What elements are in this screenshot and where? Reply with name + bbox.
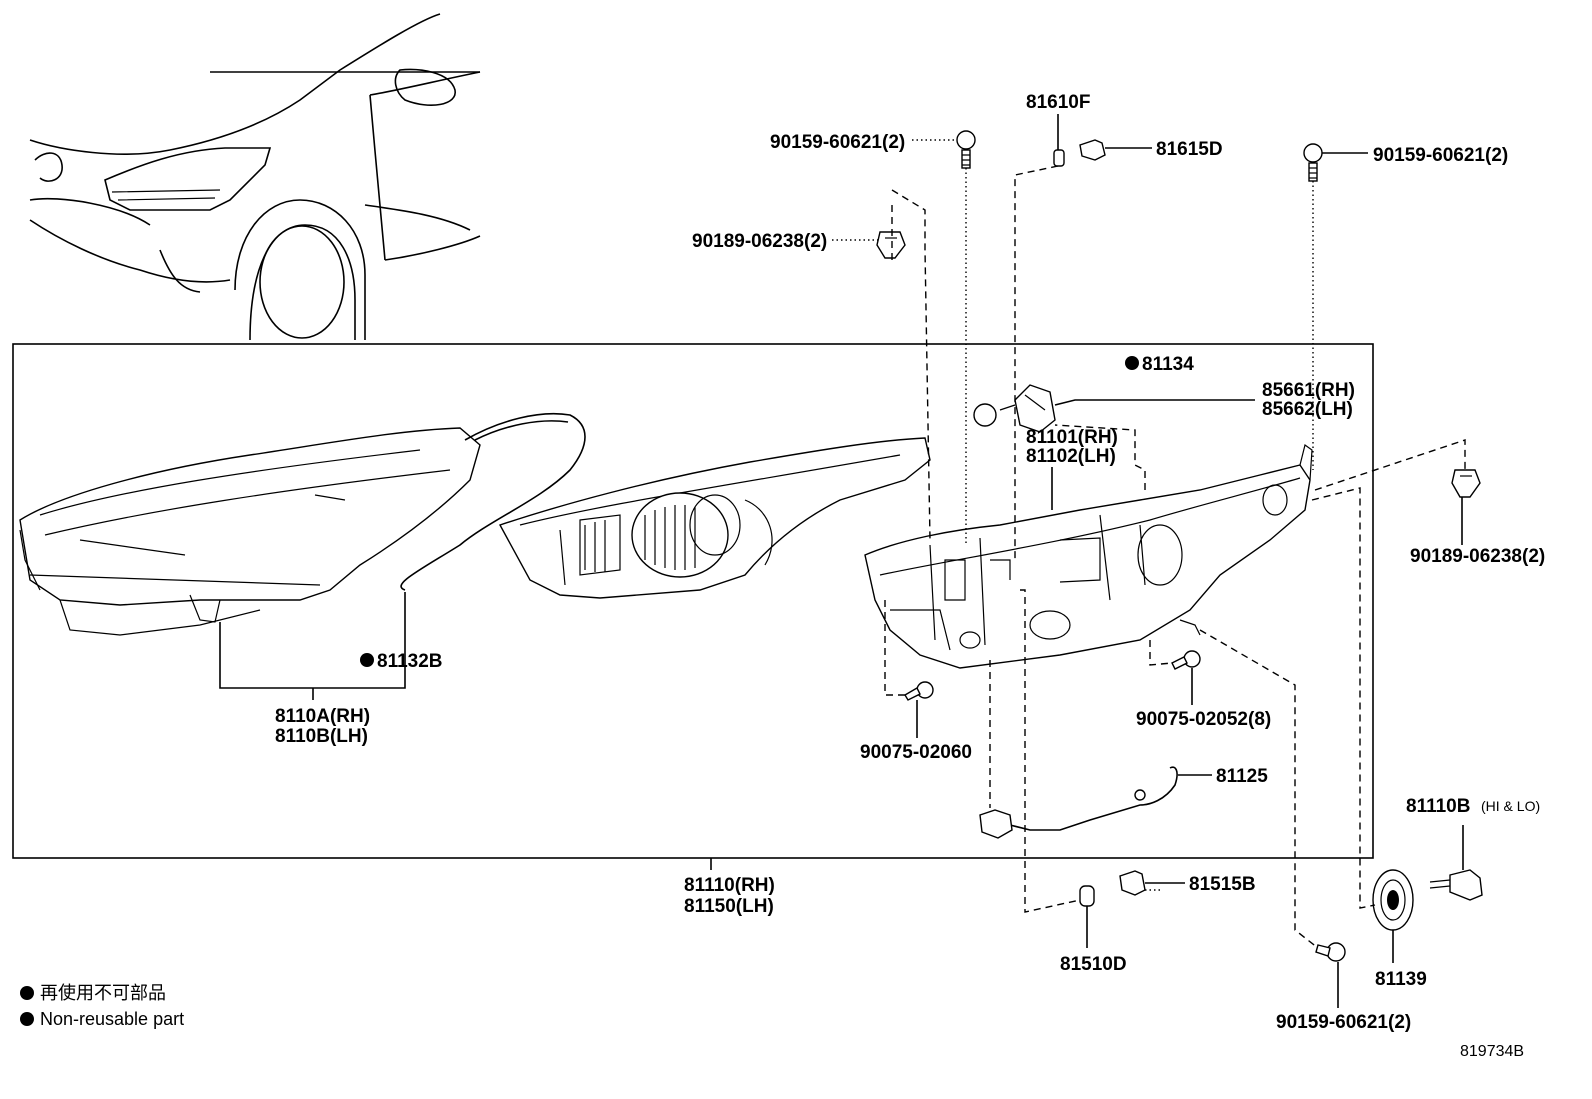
label-90075-02052: 90075-02052(8) [1136,709,1271,730]
label-81110b: 81110B [1406,796,1470,817]
bulb-81110b [1429,869,1483,901]
label-90159-bottom: 90159-60621(2) [1276,1012,1411,1033]
non-reusable-marker-81132b [360,653,374,667]
label-81110b-note: (HI & LO) [1481,798,1540,814]
cover-81139 [1372,869,1414,931]
headlamp-housing-81101 [864,443,1313,669]
assembly-boundary-box [12,343,1374,859]
label-90189-right: 90189-06238(2) [1410,546,1545,567]
headlamp-front-lens [498,437,931,599]
label-81110: 81110(RH) [684,875,775,896]
label-8110b: 8110B(LH) [275,726,368,747]
legend-marker-en [20,1012,34,1026]
screw-90075-02060 [904,681,934,701]
socket-81515b [1119,870,1146,896]
legend: 再使用不可部品 Non-reusable part [20,983,184,1029]
label-81510d: 81510D [1060,954,1127,975]
label-81132b: 81132B [377,651,443,672]
o-ring-81134 [973,403,997,427]
label-81610f: 81610F [1026,92,1090,113]
label-81134: 81134 [1142,354,1194,375]
label-81515b: 81515B [1189,874,1256,895]
label-85662: 85662(LH) [1262,399,1353,420]
label-90159-top-right: 90159-60621(2) [1373,145,1508,166]
8110a-leader [219,592,406,689]
label-81102: 81102(LH) [1026,446,1116,467]
label-85661: 85661(RH) [1262,380,1355,401]
legend-text-en: Non-reusable part [40,1009,184,1029]
clip-90189-left [876,231,906,259]
headlamp-lens-housing [19,412,586,636]
label-90159-top-left: 90159-60621(2) [770,132,905,153]
bolt-90159-top-right [1303,143,1323,182]
legend-marker-jp [20,986,34,1000]
socket-81615d [1079,139,1106,161]
label-81150: 81150(LH) [684,896,774,917]
bolt-90159-bottom [1315,942,1346,962]
label-81101: 81101(RH) [1026,427,1118,448]
label-90189-left: 90189-06238(2) [692,231,827,252]
vehicle-front-illustration [29,13,481,341]
label-81615d: 81615D [1156,139,1223,160]
label-8110a: 8110A(RH) [275,706,370,727]
wire-harness-81125 [979,766,1178,839]
screw-90075-02052 [1171,650,1201,670]
clip-90189-right [1451,469,1481,498]
label-90075-02060: 90075-02060 [860,742,972,763]
non-reusable-marker-81134 [1125,356,1139,370]
bulb-81610f [1053,149,1065,167]
diagram-code: 819734B [1460,1043,1524,1060]
bolt-90159-top-left [956,130,976,169]
label-81139: 81139 [1375,969,1427,990]
leveling-actuator-85661 [999,384,1056,433]
label-81125: 81125 [1216,766,1268,787]
legend-text-jp: 再使用不可部品 [40,983,166,1003]
bulb-81510d [1079,885,1095,907]
